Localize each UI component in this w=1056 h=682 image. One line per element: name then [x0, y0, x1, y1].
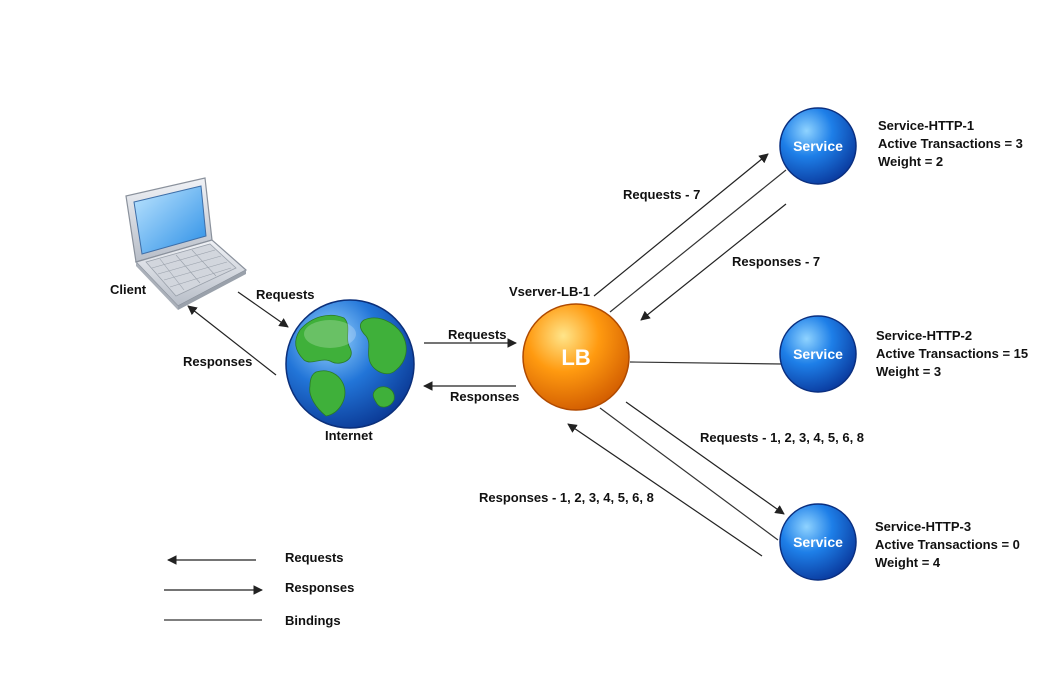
client-requests-label: Requests [256, 287, 315, 302]
internet-globe-icon [285, 299, 415, 429]
binding-line-service-3 [599, 407, 779, 541]
service-3-active: Active Transactions = 0 [875, 537, 1020, 552]
svc1-responses-arrow [640, 203, 787, 321]
service-node-3: Service [779, 503, 857, 581]
service-1-info: Service-HTTP-1 Active Transactions = 3 W… [878, 118, 1023, 169]
lb-node: LB [522, 303, 630, 411]
svc1-requests-label: Requests - 7 [623, 187, 700, 202]
vserver-label: Vserver-LB-1 [509, 284, 590, 299]
lb-node-label: LB [561, 345, 590, 370]
svc3-requests-label: Requests - 1, 2, 3, 4, 5, 6, 8 [700, 430, 864, 445]
legend-responses-label: Responses [285, 580, 354, 595]
service-node-2-label: Service [793, 346, 843, 362]
binding-line-service-2 [629, 361, 783, 365]
binding-line-service-1 [609, 169, 787, 313]
service-2-weight: Weight = 3 [876, 364, 941, 379]
svc3-requests-arrow [625, 401, 785, 515]
service-2-active: Active Transactions = 15 [876, 346, 1028, 361]
svc3-responses-label: Responses - 1, 2, 3, 4, 5, 6, 8 [479, 490, 654, 505]
legend: Requests Responses Bindings [164, 550, 354, 628]
service-2-name: Service-HTTP-2 [876, 328, 972, 343]
service-node-2: Service [779, 315, 857, 393]
service-node-1: Service [779, 107, 857, 185]
client-responses-label: Responses [183, 354, 252, 369]
service-node-1-label: Service [793, 138, 843, 154]
internet-requests-label: Requests [448, 327, 507, 342]
client-label: Client [110, 282, 147, 297]
svc3-responses-arrow [567, 423, 763, 557]
service-3-info: Service-HTTP-3 Active Transactions = 0 W… [875, 519, 1020, 570]
internet-responses-label: Responses [450, 389, 519, 404]
legend-requests-label: Requests [285, 550, 344, 565]
internet-label: Internet [325, 428, 373, 443]
service-1-active: Active Transactions = 3 [878, 136, 1023, 151]
svc1-responses-label: Responses - 7 [732, 254, 820, 269]
client-laptop-icon [125, 177, 248, 310]
service-3-name: Service-HTTP-3 [875, 519, 971, 534]
service-3-weight: Weight = 4 [875, 555, 941, 570]
client-responses-arrow [187, 305, 277, 376]
client-requests-arrow [237, 291, 289, 328]
service-1-weight: Weight = 2 [878, 154, 943, 169]
service-2-info: Service-HTTP-2 Active Transactions = 15 … [876, 328, 1028, 379]
legend-bindings-label: Bindings [285, 613, 341, 628]
service-node-3-label: Service [793, 534, 843, 550]
svc1-requests-arrow [593, 153, 769, 297]
service-1-name: Service-HTTP-1 [878, 118, 974, 133]
